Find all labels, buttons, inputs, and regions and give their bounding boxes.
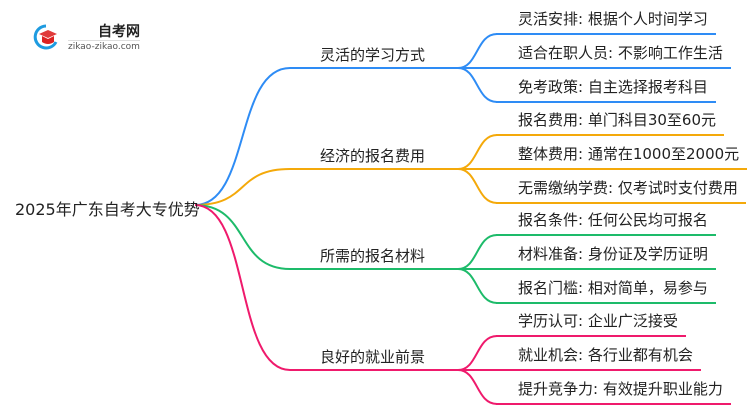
- leaf-node: 免考政策: 自主选择报考科目: [496, 72, 716, 103]
- leaf-node: 报名费用: 单门科目30至60元: [496, 105, 724, 136]
- leaf-node: 整体费用: 通常在1000至2000元: [496, 139, 748, 170]
- leaf-link: [457, 33, 498, 69]
- branch-node: 所需的报名材料: [320, 247, 426, 265]
- leaf-node: 报名门槛: 相对简单，易参与: [496, 273, 716, 304]
- leaf-link: [457, 234, 498, 270]
- graduation-cap-icon: [33, 24, 58, 50]
- leaf-link: [457, 134, 498, 170]
- leaf-link: [457, 369, 498, 405]
- branch-link: [194, 67, 458, 206]
- branch-node: 良好的就业前景: [320, 348, 426, 366]
- leaf-link: [457, 335, 498, 371]
- root-node: 2025年广东自考大专优势: [15, 200, 200, 219]
- leaf-node: 灵活安排: 根据个人时间学习: [496, 4, 716, 35]
- branch-link: [194, 204, 458, 270]
- logo-title: 自考网: [98, 24, 140, 40]
- branch-node: 灵活的学习方式: [320, 46, 426, 64]
- branch-node: 经济的报名费用: [320, 147, 426, 165]
- leaf-node: 就业机会: 各行业都有机会: [496, 340, 701, 371]
- leaf-link: [457, 67, 498, 103]
- leaf-node: 材料准备: 身份证及学历证明: [496, 239, 716, 270]
- branch-link: [194, 168, 458, 206]
- logo-url: zikao-zikao.com: [68, 40, 140, 52]
- leaf-node: 提升竞争力: 有效提升职业能力: [496, 374, 731, 405]
- logo: 自考网 zikao-zikao.com: [30, 18, 180, 52]
- leaf-link: [457, 268, 498, 304]
- leaf-node: 无需缴纳学费: 仅考试时支付费用: [496, 173, 746, 204]
- leaf-link: [457, 168, 498, 204]
- leaf-node: 学历认可: 企业广泛接受: [496, 306, 686, 337]
- branch-link: [194, 204, 458, 371]
- leaf-node: 报名条件: 任何公民均可报名: [496, 205, 716, 236]
- leaf-node: 适合在职人员: 不影响工作生活: [496, 38, 731, 69]
